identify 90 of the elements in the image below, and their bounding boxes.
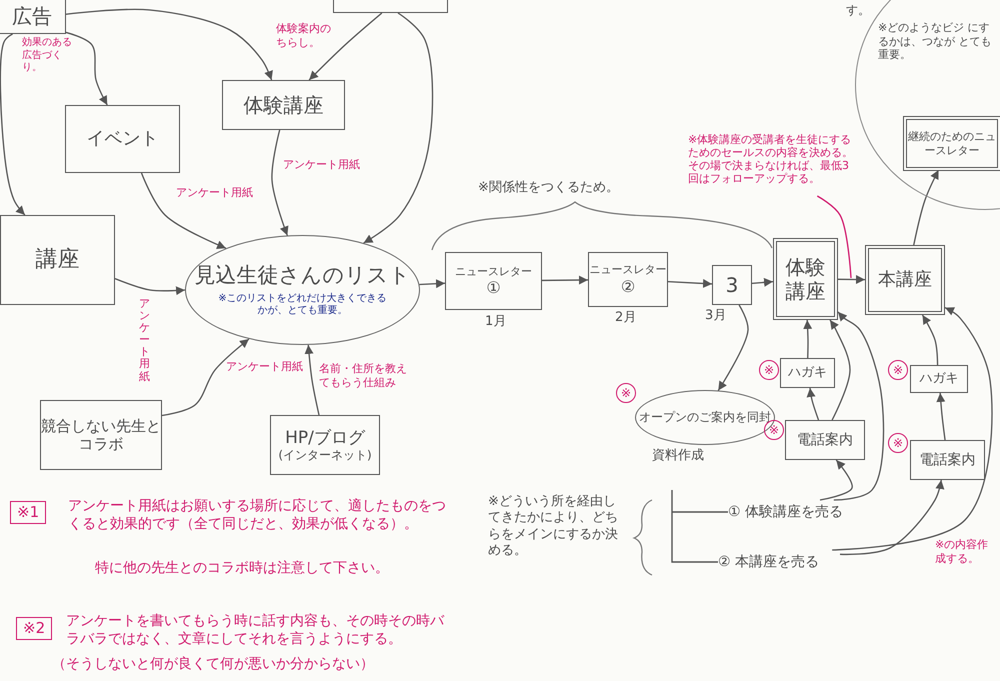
- box-label: 継続のためのニュースレター: [907, 130, 997, 157]
- note-marker: ※2: [16, 617, 52, 640]
- box-label: ニュースレター: [455, 264, 532, 278]
- node-caption: 2月: [615, 310, 638, 326]
- process-box: [222, 80, 345, 130]
- process-box: [712, 265, 752, 305]
- process-box: [65, 105, 180, 173]
- box-label: ① 体験講座を売る: [728, 504, 844, 520]
- box-label: 体験講座: [244, 93, 324, 117]
- note-text: す。: [846, 3, 871, 18]
- box-label: ①: [486, 278, 501, 298]
- arrow: [718, 304, 749, 391]
- box-label: 3: [726, 273, 738, 297]
- process-box: [773, 238, 838, 320]
- note-marker: ※1: [10, 501, 46, 524]
- note-text: ※このリストをどれだけ大きくできるかが、とても重要。: [218, 292, 388, 317]
- note-text: （そうしないと何が良くて何が悪いか分からない）: [52, 656, 375, 674]
- arrow: [936, 392, 946, 440]
- arrow: [838, 275, 865, 284]
- process-box: [0, 215, 115, 305]
- node-caption: 3月: [705, 308, 728, 324]
- box-label: 本講座: [878, 269, 932, 291]
- arrow: [66, 8, 273, 80]
- arrow: [913, 170, 940, 246]
- box-label: 広告: [12, 4, 52, 28]
- box-label: ②: [620, 276, 636, 296]
- box-label: ※体験講座の受講者を生徒にするためのセールスの内容を決める。: [688, 132, 854, 159]
- process-box: [865, 245, 945, 315]
- arrow: [922, 314, 938, 366]
- box-label: その場で決まらなければ、最低3回はフォローアップする。: [688, 159, 850, 186]
- process-box: [910, 440, 985, 480]
- process-box: [40, 400, 162, 470]
- arrow: [668, 278, 712, 288]
- arrow: [419, 279, 446, 288]
- arrow: [829, 320, 851, 420]
- box-label: ② 本講座を売る: [718, 554, 820, 570]
- box-label: 見込生徒さんのリスト: [194, 263, 410, 289]
- reference-mark: ※: [888, 360, 908, 380]
- leader-line: [816, 195, 852, 278]
- reference-mark: ※: [759, 360, 779, 380]
- box-label: 講座: [36, 246, 80, 274]
- annotation: ※関係性をつくるため。: [478, 180, 620, 196]
- arrow: [271, 130, 288, 236]
- reference-mark: ※: [616, 383, 636, 403]
- box-label: HP/ブログ: [285, 428, 365, 448]
- edge-label: アンケート用紙: [138, 298, 151, 383]
- box-label: 電話案内: [797, 432, 853, 448]
- arrow: [542, 276, 588, 285]
- note-text: ※どのようなビジ にするかは、つなが とても重要。: [878, 21, 992, 61]
- note-text: アンケート用紙はお願いする場所に応じて、適したものをつくると効果的です（全て同じだと、効果が低くなる）。: [68, 498, 447, 533]
- note-text: ※の内容作成する。: [935, 538, 990, 566]
- node-caption: 効果のある広告づくり。: [22, 37, 73, 74]
- node-caption: 1月: [485, 314, 508, 330]
- reference-mark: ※: [888, 433, 908, 453]
- arrow: [66, 32, 108, 106]
- box-label: イベント: [86, 128, 158, 150]
- arrow: [832, 307, 993, 551]
- note-text: アンケートを書いてもらう時に話す内容も、その時その時バラバラではなく、文章にしてそれを言うようにする。: [66, 613, 446, 648]
- box-label: ハガキ: [920, 371, 958, 387]
- box-label: ニュースレター: [590, 263, 666, 276]
- arrow: [0, 33, 26, 216]
- arrow: [304, 344, 320, 416]
- note-text: ※どういう所を経由してきたかにより、どちらをメインにするか決める。: [488, 494, 619, 559]
- process-box: [445, 252, 542, 310]
- arrow: [114, 278, 186, 296]
- arrow: [840, 480, 944, 556]
- arrow: [162, 338, 250, 416]
- arrow: [140, 172, 226, 249]
- process-box: [903, 116, 1000, 171]
- node-caption: 資料作成: [652, 448, 705, 464]
- box-label: (インターネット): [278, 448, 372, 462]
- note-text: 特に他の先生とのコラボ時は注意して下さい。: [95, 560, 390, 578]
- process-box: [785, 420, 865, 460]
- process-box: [0, 0, 66, 34]
- arrow: [834, 311, 884, 501]
- arrow: [803, 320, 812, 358]
- box-label: 競合しない先生とコラボ: [41, 417, 161, 453]
- box-label: ハガキ: [788, 365, 827, 381]
- empty-box: [333, 0, 448, 13]
- arrow: [806, 388, 820, 420]
- arrow: [752, 278, 774, 287]
- arrow: [363, 12, 434, 244]
- arrow: [308, 12, 382, 80]
- box-label: 体験講座: [784, 255, 826, 303]
- box-label: 電話案内: [920, 452, 976, 468]
- arrow: [820, 460, 853, 501]
- process-box: [910, 365, 968, 393]
- process-box: [780, 358, 835, 388]
- process-box: [270, 415, 380, 475]
- process-box: [588, 252, 668, 307]
